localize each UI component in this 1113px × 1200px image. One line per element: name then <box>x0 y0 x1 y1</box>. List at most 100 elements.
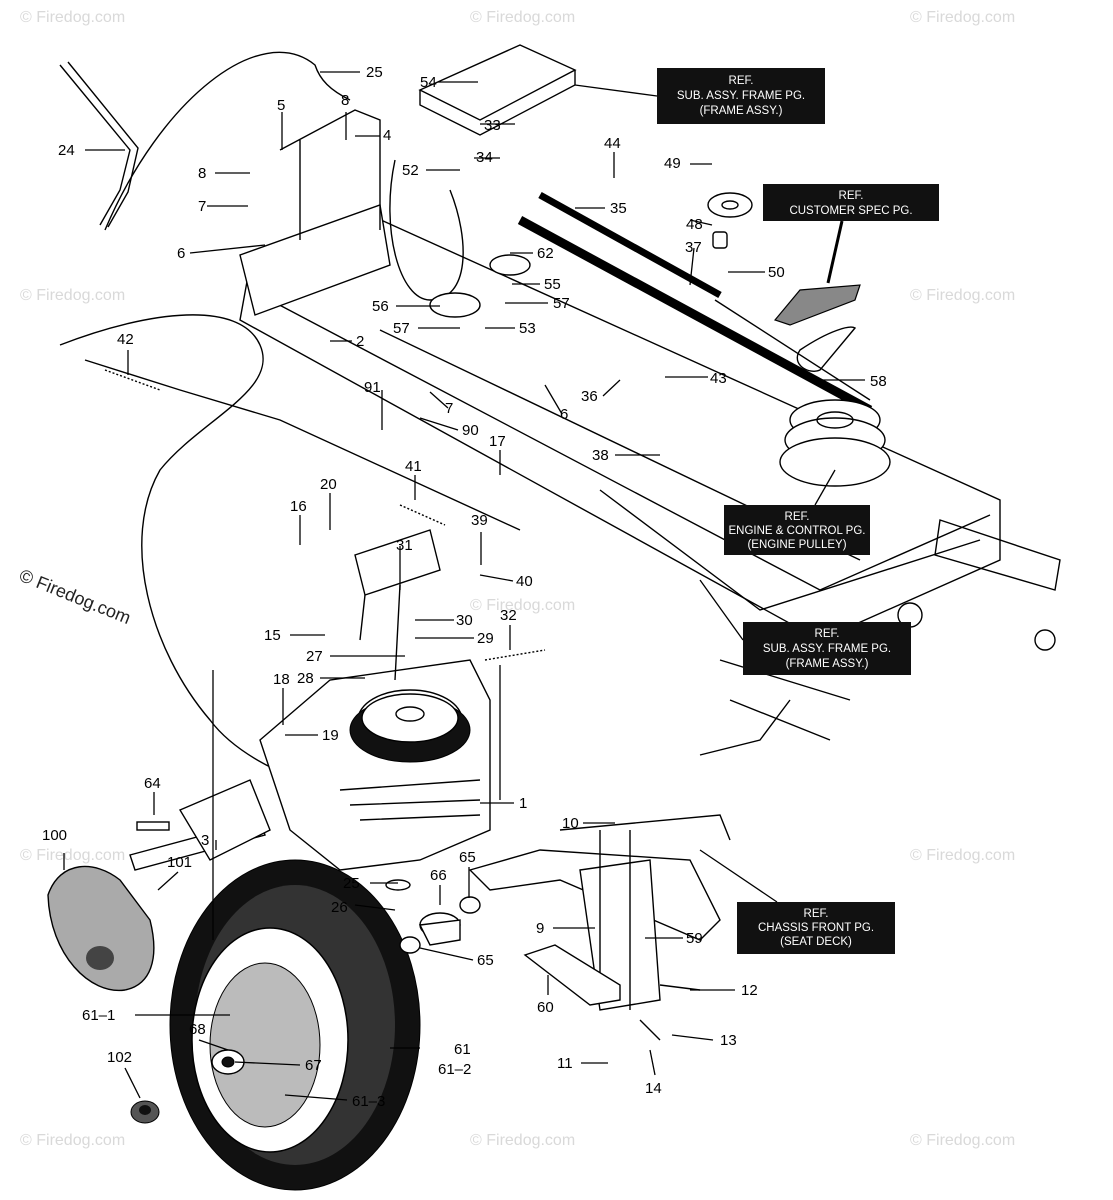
callout-48: 48 <box>686 216 703 233</box>
callout-44: 44 <box>604 135 621 152</box>
callout-35: 35 <box>610 200 627 217</box>
callout-6: 6 <box>177 245 185 262</box>
svg-text:REF.: REF. <box>815 628 840 640</box>
callout-numbers: 25 54 5 8 4 33 44 49 24 34 52 8 7 35 48 … <box>42 64 887 1110</box>
callout-8b: 8 <box>198 165 206 182</box>
callout-67: 67 <box>305 1057 322 1074</box>
callout-20: 20 <box>320 476 337 493</box>
svg-text:(ENGINE PULLEY): (ENGINE PULLEY) <box>747 539 846 551</box>
watermark: © Firedog.com <box>470 9 575 26</box>
callout-9: 9 <box>536 920 544 937</box>
callout-17: 17 <box>489 433 506 450</box>
svg-text:REF.: REF. <box>839 190 864 202</box>
svg-text:REF.: REF. <box>804 908 829 920</box>
callout-3: 3 <box>201 832 209 849</box>
watermark: © Firedog.com <box>910 287 1015 304</box>
callout-25: 25 <box>366 64 383 81</box>
callout-61-2: 61–2 <box>438 1061 471 1078</box>
svg-text:ENGINE & CONTROL PG.: ENGINE & CONTROL PG. <box>729 525 866 537</box>
ref-box-engine-pulley: REF. ENGINE & CONTROL PG. (ENGINE PULLEY… <box>724 469 870 555</box>
watermark: © Firedog.com <box>20 9 125 26</box>
callout-50: 50 <box>768 264 785 281</box>
transaxle <box>104 369 546 871</box>
callout-2: 2 <box>356 333 364 350</box>
callout-52: 52 <box>402 162 419 179</box>
callout-102: 102 <box>107 1049 132 1066</box>
callout-39: 39 <box>471 512 488 529</box>
ref-box-frame-top: REF. SUB. ASSY. FRAME PG. (FRAME ASSY.) <box>574 68 825 124</box>
svg-text:(FRAME ASSY.): (FRAME ASSY.) <box>700 105 783 117</box>
callout-62: 62 <box>537 245 554 262</box>
spec-pad <box>773 284 861 372</box>
callout-30: 30 <box>456 612 473 629</box>
callout-49: 49 <box>664 155 681 172</box>
callout-24: 24 <box>58 142 75 159</box>
callout-10: 10 <box>562 815 579 832</box>
watermark: © Firedog.com <box>910 847 1015 864</box>
ref-box-customer-spec: REF. CUSTOMER SPEC PG. <box>763 184 939 284</box>
watermark: © Firedog.com <box>910 9 1015 26</box>
callout-60: 60 <box>537 999 554 1016</box>
pulleys <box>429 192 891 487</box>
watermark: © Firedog.com <box>20 1132 125 1149</box>
callout-8: 8 <box>341 92 349 109</box>
callout-26: 26 <box>331 899 348 916</box>
callout-32: 32 <box>500 607 517 624</box>
ref-boxes: REF. SUB. ASSY. FRAME PG. (FRAME ASSY.) … <box>574 68 939 954</box>
callout-40: 40 <box>516 573 533 590</box>
callout-56: 56 <box>372 298 389 315</box>
watermark: © Firedog.com <box>910 1132 1015 1149</box>
callout-59: 59 <box>686 930 703 947</box>
callout-36: 36 <box>581 388 598 405</box>
leader-lines <box>63 71 865 1101</box>
callout-7: 7 <box>198 198 206 215</box>
callout-28: 28 <box>297 670 314 687</box>
rear-wheel <box>47 859 421 1191</box>
svg-text:(FRAME ASSY.): (FRAME ASSY.) <box>786 658 869 670</box>
callout-34: 34 <box>476 149 493 166</box>
callout-13: 13 <box>720 1032 737 1049</box>
callout-65: 65 <box>459 849 476 866</box>
svg-text:SUB. ASSY. FRAME PG.: SUB. ASSY. FRAME PG. <box>677 90 805 102</box>
callout-65b: 65 <box>477 952 494 969</box>
callout-101: 101 <box>167 854 192 871</box>
svg-text:SUB. ASSY. FRAME PG.: SUB. ASSY. FRAME PG. <box>763 643 891 655</box>
callout-25b: 25 <box>343 875 360 892</box>
callout-7b: 7 <box>445 400 453 417</box>
watermark: © Firedog.com <box>470 1132 575 1149</box>
callout-57b: 57 <box>393 320 410 337</box>
watermark-main: © Firedog.com <box>17 565 134 628</box>
callout-53: 53 <box>519 320 536 337</box>
callout-12: 12 <box>741 982 758 999</box>
svg-text:REF.: REF. <box>729 75 754 87</box>
ref-box-frame-bottom: REF. SUB. ASSY. FRAME PG. (FRAME ASSY.) <box>699 579 911 675</box>
callout-64: 64 <box>144 775 161 792</box>
callout-4: 4 <box>383 127 391 144</box>
front-axle <box>385 814 731 1041</box>
callout-14: 14 <box>645 1080 662 1097</box>
callout-55: 55 <box>544 276 561 293</box>
callout-42: 42 <box>117 331 134 348</box>
callout-37: 37 <box>685 239 702 256</box>
callout-38: 38 <box>592 447 609 464</box>
svg-text:CHASSIS FRONT PG.: CHASSIS FRONT PG. <box>758 922 874 934</box>
callout-61-1: 61–1 <box>82 1007 115 1024</box>
callout-68: 68 <box>189 1021 206 1038</box>
watermark: © Firedog.com <box>20 287 125 304</box>
callout-57: 57 <box>553 295 570 312</box>
callout-61: 61 <box>454 1041 471 1058</box>
callout-29: 29 <box>477 630 494 647</box>
callout-6b: 6 <box>560 406 568 423</box>
ref-box-chassis-front: REF. CHASSIS FRONT PG. (SEAT DECK) <box>699 849 895 954</box>
watermark: © Firedog.com <box>20 847 125 864</box>
callout-31: 31 <box>396 537 413 554</box>
callout-58: 58 <box>870 373 887 390</box>
svg-text:(SEAT DECK): (SEAT DECK) <box>780 936 852 948</box>
callout-15: 15 <box>264 627 281 644</box>
callout-5: 5 <box>277 97 285 114</box>
callout-41: 41 <box>405 458 422 475</box>
callout-91: 91 <box>364 379 381 396</box>
belts-cables <box>59 51 873 781</box>
callout-90: 90 <box>462 422 479 439</box>
callout-33: 33 <box>484 117 501 134</box>
